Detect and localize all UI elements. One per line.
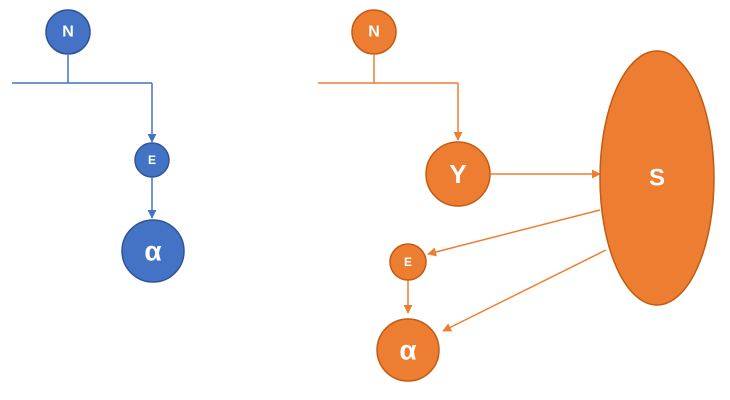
- right-arrow-s-to-alpha: [442, 249, 607, 332]
- right-node-s-label: S: [649, 165, 665, 192]
- right-node-alpha-label: α: [399, 335, 416, 366]
- right-node-alpha: α: [376, 318, 440, 382]
- left-node-alpha-label: α: [144, 236, 161, 267]
- right-node-gamma: Y: [425, 141, 491, 207]
- left-node-n: N: [45, 9, 91, 55]
- right-node-e: E: [389, 243, 427, 281]
- right-node-n: N: [351, 9, 397, 55]
- right-diagram: N Y S E α: [318, 9, 715, 382]
- left-node-alpha: α: [121, 219, 185, 283]
- left-diagram: N E α: [12, 9, 185, 283]
- right-node-e-label: E: [404, 255, 412, 269]
- right-node-gamma-label: Y: [449, 159, 466, 189]
- right-node-s: S: [599, 50, 715, 306]
- right-node-n-label: N: [368, 24, 380, 41]
- left-node-e-label: E: [148, 153, 156, 167]
- left-node-n-label: N: [62, 24, 74, 41]
- right-arrow-s-to-e: [427, 209, 601, 257]
- left-node-e: E: [134, 142, 170, 178]
